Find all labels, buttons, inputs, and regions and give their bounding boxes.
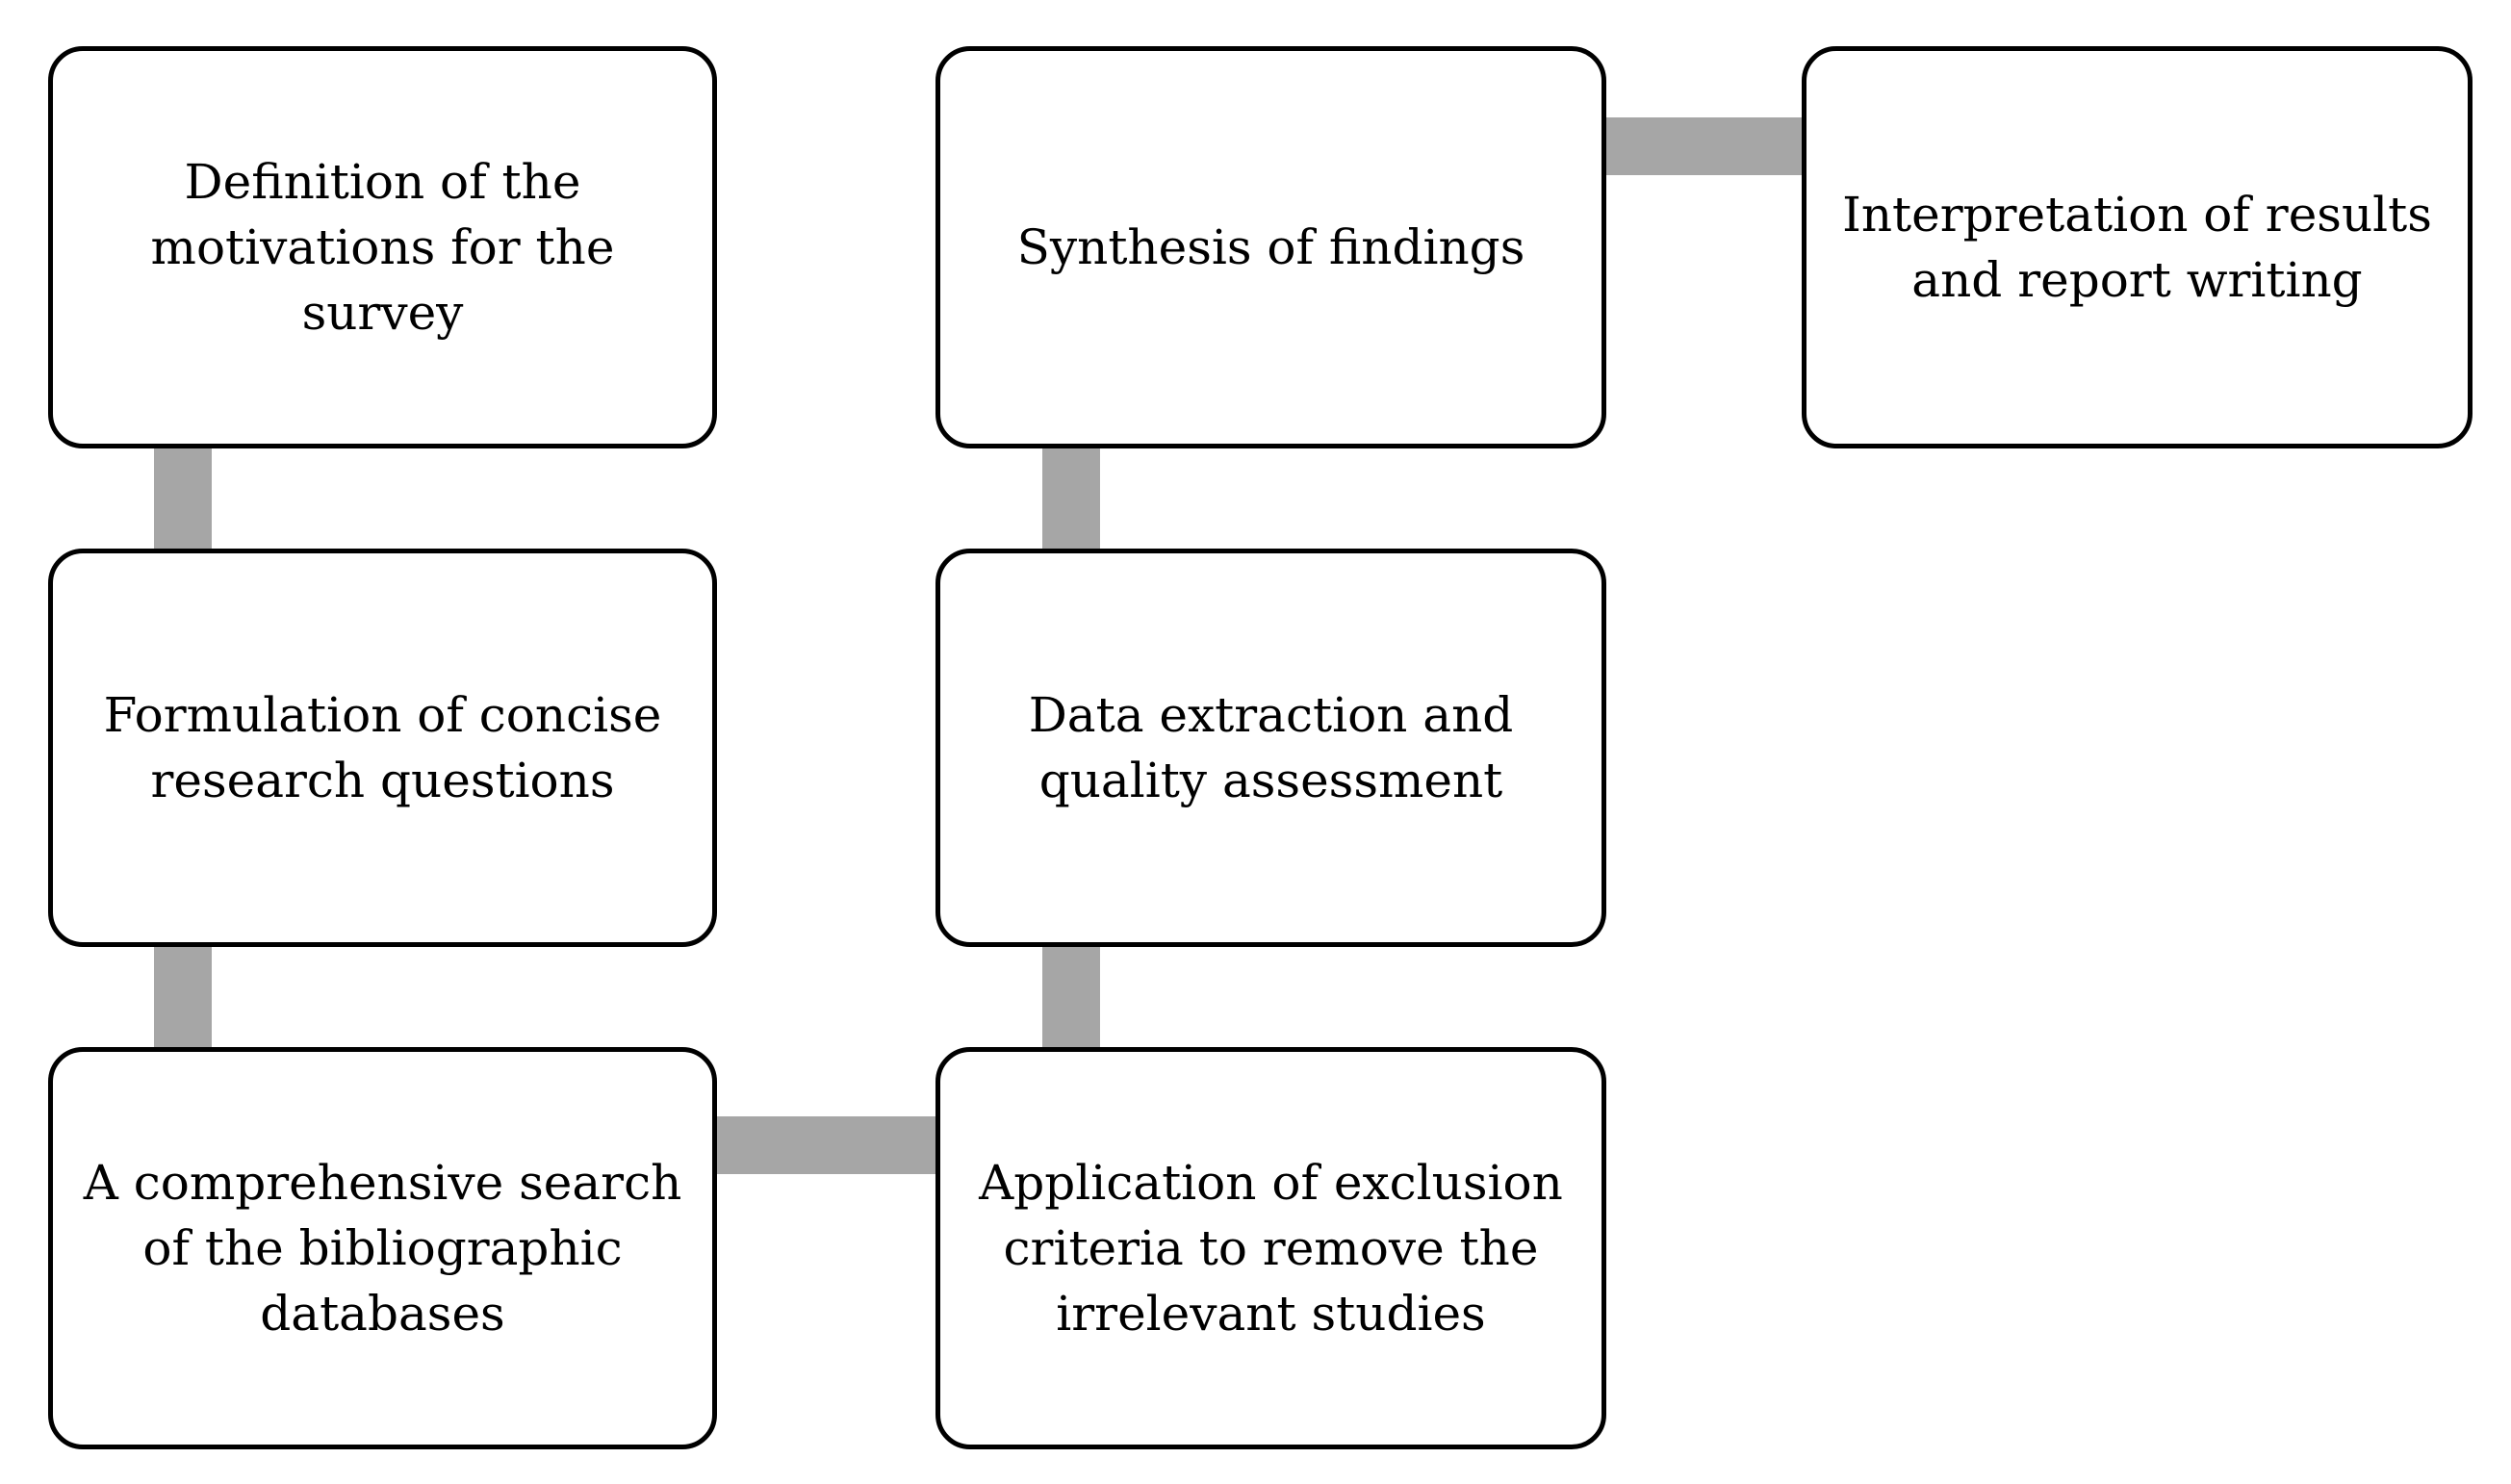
step-box-definition: Definition of the motivations for the su…	[48, 46, 717, 448]
connector-formulation-search	[154, 941, 212, 1052]
step-box-synthesis: Synthesis of findings	[935, 46, 1606, 448]
step-label-synthesis: Synthesis of findings	[1016, 219, 1525, 275]
step-box-exclusion: Application of exclusion criteria to rem…	[935, 1047, 1606, 1449]
connector-exclusion-extraction	[1042, 941, 1100, 1052]
step-box-search: A comprehensive search of the bibliograp…	[48, 1047, 717, 1449]
step-box-formulation: Formulation of concise research question…	[48, 549, 717, 947]
step-label-formulation: Formulation of concise research question…	[103, 687, 662, 808]
connector-synthesis-interpretation	[1598, 117, 1809, 175]
step-label-exclusion: Application of exclusion criteria to rem…	[979, 1155, 1563, 1342]
step-label-search: A comprehensive search of the bibliograp…	[83, 1155, 682, 1342]
connector-search-exclusion	[710, 1116, 941, 1174]
step-box-interpretation: Interpretation of results and report wri…	[1802, 46, 2473, 448]
connector-definition-formulation	[154, 443, 212, 553]
step-label-definition: Definition of the motivations for the su…	[150, 154, 615, 341]
step-label-interpretation: Interpretation of results and report wri…	[1842, 187, 2432, 308]
connector-extraction-synthesis	[1042, 443, 1100, 553]
step-box-extraction: Data extraction and quality assessment	[935, 549, 1606, 947]
step-label-extraction: Data extraction and quality assessment	[1028, 687, 1514, 808]
